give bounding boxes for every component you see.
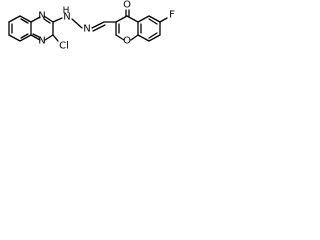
chromone-benzo-ring <box>137 15 161 42</box>
c-f-bond <box>159 17 168 23</box>
atom-n-hydrazone-nh: N <box>63 12 70 23</box>
atom-n-bottom: N <box>38 36 45 47</box>
atom-n-hydrazone: N <box>83 24 90 35</box>
chromone-pyranone-ring <box>115 9 139 41</box>
atom-o-carbonyl: O <box>123 0 131 11</box>
atom-h: H <box>63 6 70 16</box>
hydrazone-linker <box>52 17 117 32</box>
quinoxaline-benzo-ring <box>8 15 32 42</box>
atom-n-top: N <box>38 11 45 22</box>
quinoxaline-pyrazine-ring <box>30 15 54 41</box>
c-cl-bond <box>52 34 59 42</box>
atom-cl: Cl <box>59 41 69 52</box>
atom-f: F <box>169 10 175 21</box>
atom-o-ring: O <box>123 36 131 47</box>
chemical-structure-diagram: N N H N N Cl O O F <box>8 0 175 52</box>
